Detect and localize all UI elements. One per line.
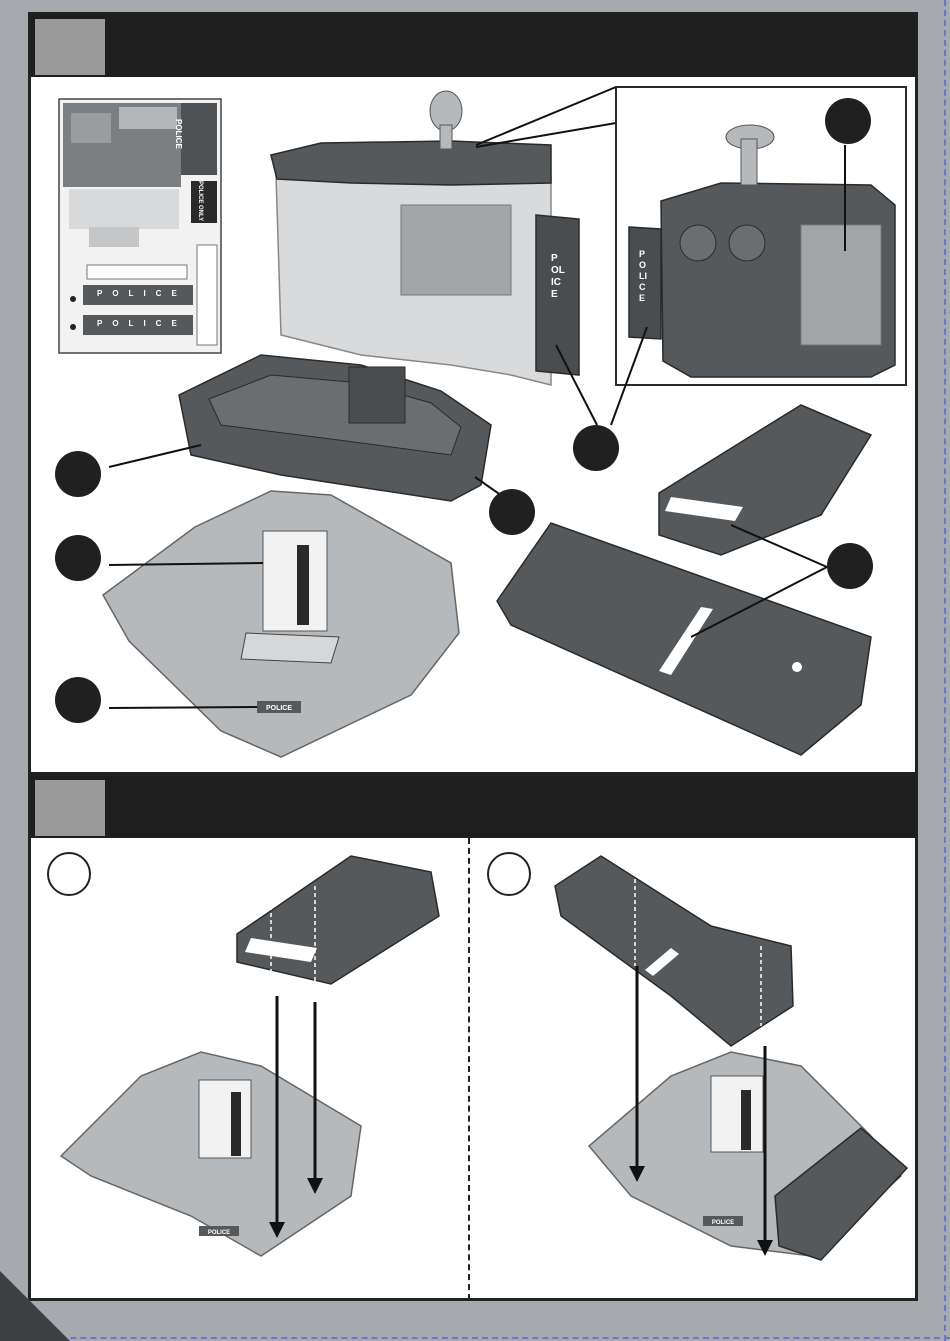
sticker-vertical-police-1: POLICE xyxy=(97,289,187,298)
base-plate: POLICE xyxy=(103,491,459,757)
floor-plate-large xyxy=(497,523,871,755)
step-2-illustration: POLICE POLICE xyxy=(31,776,915,1298)
sticker-police-only: POLICE ONLY xyxy=(197,181,203,221)
substep-b-floor-plate xyxy=(555,856,793,1046)
base-plate-label: POLICE xyxy=(266,705,292,712)
sticker-vertical-police-2: POLICE xyxy=(97,319,187,328)
floor-plate-small xyxy=(659,405,871,567)
callout-circle-figure xyxy=(55,535,101,581)
step-2-panel: POLICE POLICE xyxy=(28,773,918,1301)
substep-a-floor-plate xyxy=(237,856,439,1056)
roof-tray xyxy=(109,355,515,505)
right-trim-line xyxy=(944,0,946,1341)
callout-circle-doors xyxy=(573,425,619,471)
bottom-trim-line xyxy=(0,1337,950,1339)
callout-circle-base-plate xyxy=(55,677,101,723)
callout-circle-floor-plates xyxy=(827,543,873,589)
police-building-front xyxy=(271,87,616,385)
callout-circle-roof-left xyxy=(55,451,101,497)
substep-b-plate-label: POLICE xyxy=(712,1220,734,1226)
building-door-label: POLICE xyxy=(551,253,565,301)
step-1-illustration: POLICE xyxy=(31,15,915,772)
page-corner-tab xyxy=(0,1271,70,1341)
sticker-police-header: POLICE xyxy=(174,119,183,149)
sticker-sheet xyxy=(59,99,221,353)
callout-circle-inset xyxy=(825,98,871,144)
callout-circle-roof-front xyxy=(489,489,535,535)
back-view-door-label: POLICE xyxy=(639,249,651,304)
substep-a-plate-label: POLICE xyxy=(208,1230,230,1236)
step-1-panel: POLICE POLICE POLICE ONLY POLICE POLICE … xyxy=(28,12,918,775)
